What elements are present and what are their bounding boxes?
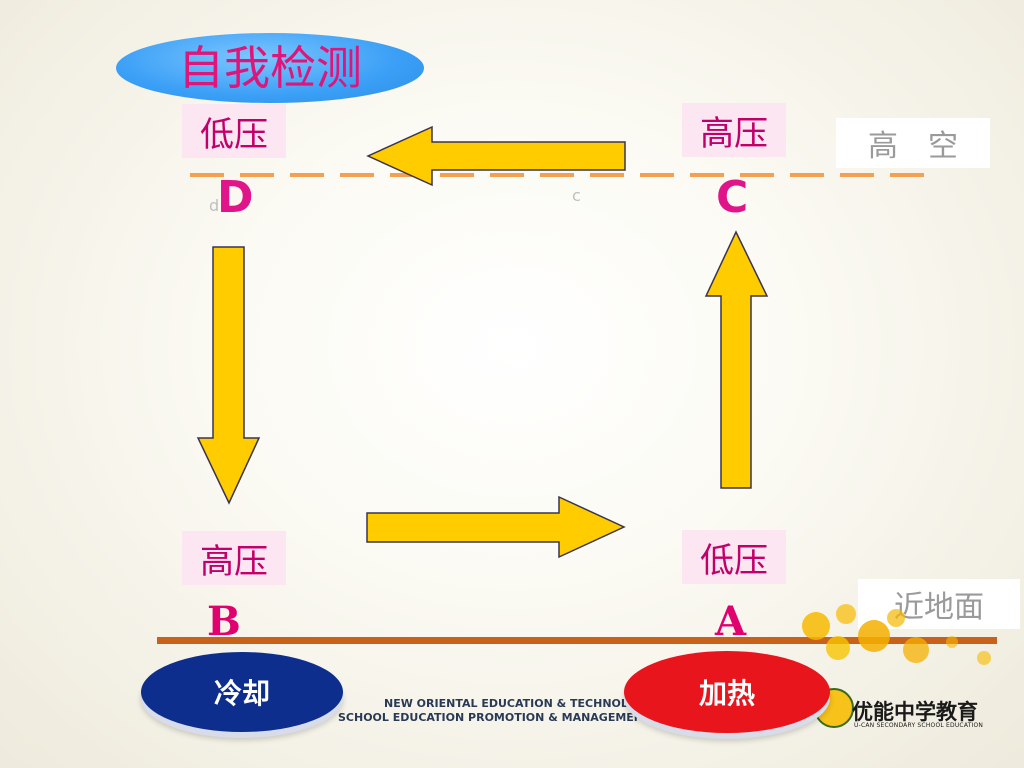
point-a: A xyxy=(715,598,747,645)
label-low-pressure-bottom: 低压 xyxy=(682,530,786,584)
near-ground-label: 近地面 xyxy=(858,579,1020,629)
point-c: C xyxy=(716,172,749,223)
logo-name: 优能中学教育 xyxy=(852,700,978,724)
arrow-right-bottom xyxy=(366,495,626,559)
label-high-pressure-top: 高压 xyxy=(682,103,786,157)
arrow-left-top xyxy=(366,125,626,187)
small-d-mark: d xyxy=(209,196,220,215)
arrow-up-right xyxy=(704,230,769,489)
small-c-mark: c xyxy=(572,186,581,205)
cooling-button[interactable]: 冷却 xyxy=(141,652,343,732)
near-ground-text: 近地面 xyxy=(894,590,984,625)
title-text: 自我检测 xyxy=(178,41,362,95)
heating-button[interactable]: 加热 xyxy=(624,651,830,733)
ground-line xyxy=(157,637,997,644)
label-text: 高压 xyxy=(200,541,268,582)
footer-line-2: SCHOOL EDUCATION PROMOTION & MANAGEMENT … xyxy=(338,711,638,724)
logo-subtitle: U-CAN SECONDARY SCHOOL EDUCATION xyxy=(854,722,984,729)
label-text: 低压 xyxy=(700,540,768,581)
title-oval: 自我检测 xyxy=(116,33,424,103)
label-low-pressure-top: 低压 xyxy=(182,104,286,158)
footer-line-1: NEW ORIENTAL EDUCATION & TECHNOLOGY xyxy=(384,697,654,710)
label-high-pressure-bottom: 高压 xyxy=(182,531,286,585)
label-text: 低压 xyxy=(200,114,268,155)
label-text: 高压 xyxy=(700,113,768,154)
cooling-button-label: 冷却 xyxy=(213,677,270,710)
high-altitude-label: 高 空 xyxy=(836,118,990,168)
high-altitude-text: 高 空 xyxy=(868,129,958,164)
arrow-down-left xyxy=(196,246,261,505)
heating-button-label: 加热 xyxy=(698,677,755,710)
logo-flower-decoration xyxy=(802,604,991,665)
point-d: D xyxy=(217,172,254,223)
point-b: B xyxy=(207,598,241,645)
